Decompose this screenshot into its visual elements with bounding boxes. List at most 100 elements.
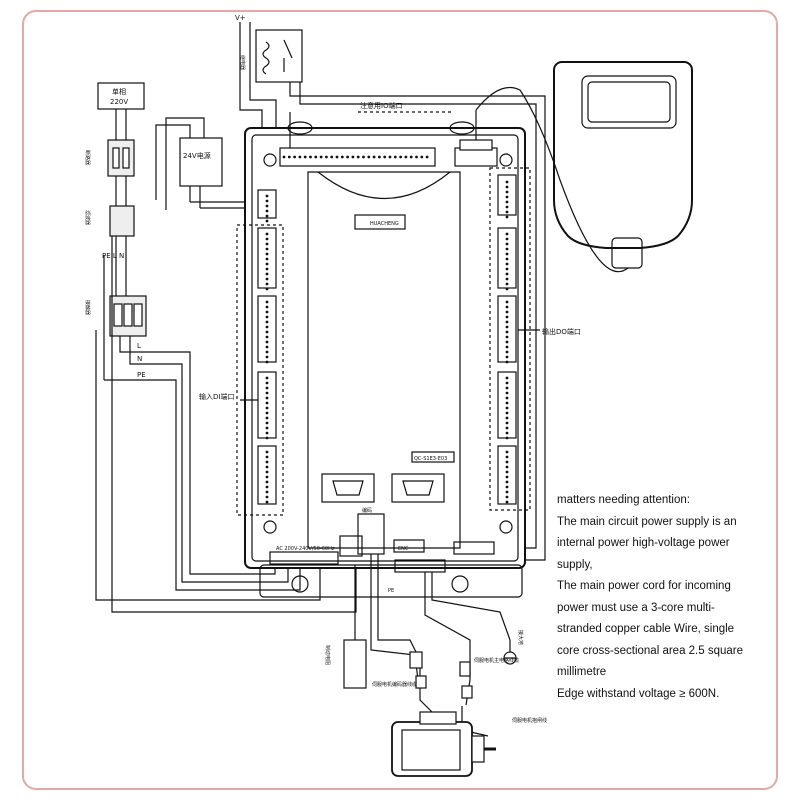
terminal-screw (505, 257, 509, 261)
terminal-screw (265, 391, 269, 395)
terminal-screw (505, 277, 509, 281)
terminal-screw (505, 416, 509, 420)
terminal-screw (378, 155, 381, 159)
terminal-screw (351, 155, 355, 159)
terminal-screw (505, 355, 509, 359)
terminal-screw (314, 155, 318, 159)
terminal-screw (505, 205, 509, 209)
terminal-screw (265, 381, 269, 385)
terminal-screw (383, 155, 387, 159)
note-title: matters needing attention: (557, 494, 690, 506)
terminal-screw (319, 155, 323, 159)
terminal-screw (399, 155, 402, 159)
terminal-screw (505, 210, 509, 214)
terminal-screw (505, 500, 509, 504)
terminal-screw (505, 360, 509, 364)
terminal-screw (265, 320, 269, 324)
terminal-screw (325, 155, 328, 159)
terminal-screw (505, 426, 509, 430)
terminal-screw (265, 277, 269, 281)
single-phase-label: 单相 (112, 87, 126, 96)
terminal-screw (265, 350, 269, 354)
psu-24v-label: 24V电源 (183, 151, 211, 160)
io-port-label: 注意用IO端口 (360, 101, 403, 110)
terminal-screw (265, 465, 269, 469)
terminal-screw (425, 155, 429, 159)
terminal-screw (505, 436, 509, 440)
terminal-screw (265, 426, 269, 430)
terminal-screw (265, 355, 269, 359)
terminal-screw (505, 287, 509, 291)
terminal-screw (505, 460, 509, 464)
terminal-screw (356, 155, 360, 159)
brake-resistor (343, 639, 367, 689)
terminal-screw (505, 381, 509, 385)
terminal-screw (505, 305, 509, 309)
terminal-screw (505, 215, 509, 219)
terminal-screw (303, 155, 307, 159)
terminal-screw (265, 247, 269, 251)
terminal-screw (265, 411, 269, 415)
terminal-screw (265, 421, 269, 425)
terminal-screw (505, 267, 509, 271)
terminal-screw (505, 195, 509, 199)
terminal-screw (505, 431, 509, 435)
terminal-screw (265, 460, 269, 464)
terminal-screw (505, 325, 509, 329)
terminal-screw (265, 450, 269, 454)
terminal-screw (505, 180, 509, 184)
breaker-label: 断路器 (84, 150, 91, 165)
terminal-screw (505, 411, 509, 415)
terminal-screw (505, 376, 509, 380)
enc-small-label: ENC (398, 546, 409, 552)
controller-body (244, 127, 526, 569)
terminal-screw (340, 155, 344, 159)
terminal-screw (265, 257, 269, 261)
output-do-label: 输出DO端口 (542, 327, 581, 336)
voltage-220-label: 220V (110, 98, 128, 106)
terminal-screw (265, 500, 269, 504)
ground-label: 接大地 (517, 630, 524, 645)
terminal-screw (265, 485, 269, 489)
bottom-terminal-label: AC 200V-240V/50-60Hz (276, 546, 335, 552)
logo-text: HUACHENG (370, 221, 399, 227)
terminal-screw (388, 155, 392, 159)
terminal-screw (265, 315, 269, 319)
terminal-screw (265, 287, 269, 291)
terminal-screw (265, 232, 269, 236)
terminal-screw (265, 282, 269, 286)
l-label: L (137, 342, 141, 350)
terminal-screw (505, 485, 509, 489)
top-terminal-strip (279, 147, 436, 167)
terminal-screw (505, 185, 509, 189)
model-label: QC-S1E3-E03 (414, 456, 447, 462)
terminal-screw (298, 155, 302, 159)
terminal-screw (265, 272, 269, 276)
terminal-screw (505, 490, 509, 494)
terminal-screw (330, 155, 334, 159)
pe-label: PE (137, 371, 146, 379)
terminal-screw (265, 396, 269, 400)
terminal-screw (505, 350, 509, 354)
terminal-screw (372, 155, 376, 159)
relay-label: 继电器 (239, 55, 246, 70)
pe-l-n-label: PE L N (102, 252, 124, 260)
terminal-screw (265, 242, 269, 246)
relay-box (255, 29, 303, 83)
breaker-icon (107, 139, 135, 177)
terminal-screw (265, 199, 269, 203)
terminal-screw (505, 391, 509, 395)
terminal-screw (505, 237, 509, 241)
terminal-screw (505, 315, 509, 319)
terminal-screw (505, 247, 509, 251)
terminal-screw (505, 320, 509, 324)
terminal-screw (265, 401, 269, 405)
terminal-screw (505, 401, 509, 405)
terminal-screw (505, 345, 509, 349)
terminal-screw (505, 421, 509, 425)
brake-resistor-label: 制动电阻 (324, 645, 331, 665)
terminal-screw (362, 155, 365, 159)
note-line-3: Edge withstand voltage ≥ 600N. (557, 687, 720, 700)
terminal-screw (505, 282, 509, 286)
terminal-screw (505, 480, 509, 484)
